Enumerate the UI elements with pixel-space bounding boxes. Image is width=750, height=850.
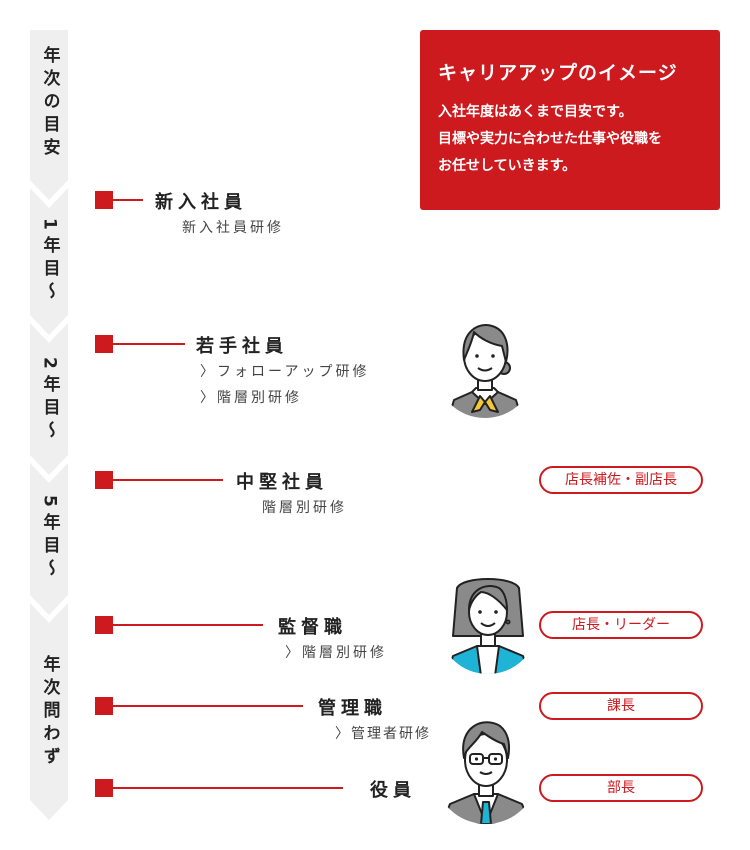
training-item: 階層別研修 <box>262 500 347 516</box>
timeline-text: 年次問わず <box>39 655 60 770</box>
timeline-text: 5年目〜 <box>39 495 60 582</box>
position-badge: 部長 <box>539 774 703 802</box>
level-marker <box>95 616 113 634</box>
timeline-label-year5: 5年目〜 <box>30 495 68 582</box>
info-box-line: 入社年度はあくまで目安です。 <box>438 104 633 120</box>
level-marker <box>95 697 113 715</box>
level-connector-line <box>113 787 343 789</box>
level-connector-line <box>113 624 263 626</box>
training-item: 新入社員研修 <box>182 220 284 236</box>
position-badge: 課長 <box>539 692 703 720</box>
training-item: 〉管理者研修 <box>335 726 431 742</box>
timeline-label-year2: 2年目〜 <box>30 357 68 444</box>
position-badge: 店長・リーダー <box>539 611 703 639</box>
training-item: 〉階層別研修 <box>200 390 302 406</box>
timeline-text: 年次の目安 <box>39 46 60 161</box>
level-title: 若手社員 <box>196 336 288 357</box>
position-badge: 店長補佐・副店長 <box>539 466 703 494</box>
level-title: 新入社員 <box>155 192 247 213</box>
info-box-line: 目標や実力に合わせた仕事や役職を <box>438 131 662 147</box>
level-marker <box>95 471 113 489</box>
supervisor-avatar-icon <box>446 578 530 674</box>
timeline-label-year1: 1年目〜 <box>30 218 68 305</box>
timeline-text: 1年目〜 <box>39 218 60 305</box>
level-connector-line <box>113 199 143 201</box>
timeline-text: 2年目〜 <box>39 357 60 444</box>
young-employee-avatar-icon <box>447 324 523 418</box>
training-item: 〉フォローアップ研修 <box>200 364 370 380</box>
level-title: 役員 <box>370 780 416 801</box>
level-title: 中堅社員 <box>236 472 328 493</box>
training-item: 〉階層別研修 <box>285 645 387 661</box>
career-info-box: キャリアアップのイメージ 入社年度はあくまで目安です。 目標や実力に合わせた仕事… <box>420 30 720 210</box>
timeline-label-guide: 年次の目安 <box>30 46 68 161</box>
timeline-chevrons <box>30 30 68 820</box>
level-title: 管理職 <box>318 698 387 719</box>
level-connector-line <box>113 479 223 481</box>
level-marker <box>95 191 113 209</box>
level-marker <box>95 335 113 353</box>
timeline-label-any: 年次問わず <box>30 655 68 770</box>
level-connector-line <box>113 705 303 707</box>
level-marker <box>95 779 113 797</box>
level-connector-line <box>113 343 185 345</box>
executive-avatar-icon <box>441 721 531 824</box>
level-title: 監督職 <box>278 617 347 638</box>
info-box-line: お任せしていきます。 <box>438 158 577 174</box>
info-box-title: キャリアアップのイメージ <box>438 62 678 84</box>
